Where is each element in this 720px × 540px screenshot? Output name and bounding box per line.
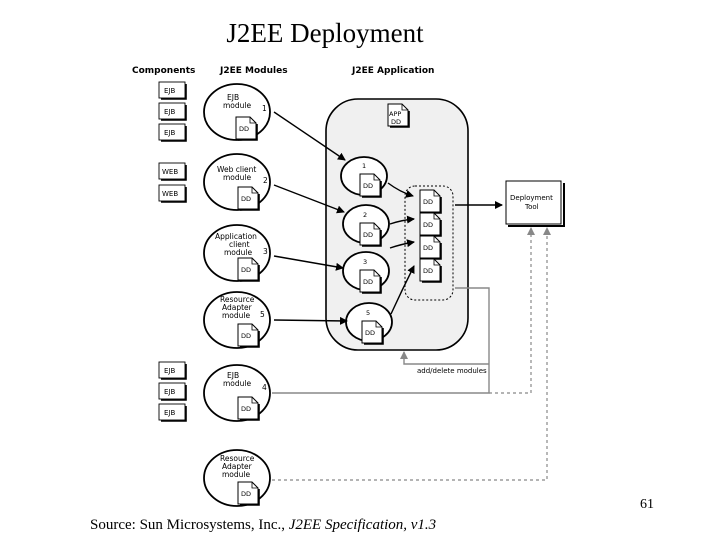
dd-stack: DD DD DD DD — [419, 189, 442, 283]
svg-text:APP: APP — [389, 110, 401, 118]
svg-text:Adapter: Adapter — [222, 462, 253, 471]
svg-text:Tool: Tool — [524, 203, 539, 211]
svg-text:EJB: EJB — [164, 388, 175, 396]
svg-text:5: 5 — [366, 309, 370, 317]
svg-text:1: 1 — [362, 162, 366, 170]
svg-text:Resource: Resource — [220, 454, 255, 463]
add-delete-label: add/delete modules — [417, 367, 487, 375]
svg-text:2: 2 — [263, 176, 268, 185]
svg-text:DD: DD — [241, 405, 251, 413]
svg-text:DD: DD — [365, 329, 375, 337]
app-dd-document: APP DD — [387, 103, 410, 128]
dd-group-box — [404, 185, 454, 301]
svg-text:module: module — [223, 379, 251, 388]
slide-title: J2EE Deployment — [226, 18, 424, 48]
svg-text:DD: DD — [241, 490, 251, 498]
svg-text:DD: DD — [423, 198, 433, 206]
svg-text:EJB: EJB — [164, 367, 175, 375]
add-delete-arrows — [272, 227, 551, 481]
svg-text:EJB: EJB — [227, 93, 239, 102]
svg-text:EJB: EJB — [164, 129, 175, 137]
svg-text:module: module — [222, 311, 250, 320]
module-ejb-1: EJB module 1 DD — [203, 83, 271, 141]
module-resource-adapter-1: Resource Adapter module 5 DD — [203, 291, 271, 349]
page-number: 61 — [640, 497, 654, 512]
svg-text:DD: DD — [363, 182, 373, 190]
svg-text:WEB: WEB — [162, 168, 178, 176]
svg-text:DD: DD — [239, 125, 249, 133]
svg-text:WEB: WEB — [162, 190, 178, 198]
source-title: J2EE Specification, v1.3 — [288, 517, 437, 533]
svg-text:3: 3 — [263, 247, 268, 256]
module-resource-adapter-2: Resource Adapter module DD — [203, 449, 271, 507]
svg-text:DD: DD — [363, 278, 373, 286]
deployment-tool: Deployment Tool — [505, 180, 565, 227]
svg-text:Resource: Resource — [220, 295, 255, 304]
svg-text:module: module — [224, 248, 252, 257]
svg-text:Deployment: Deployment — [510, 194, 553, 202]
component-ejb-5: EJB — [158, 382, 187, 401]
app-module-1: 1 DD — [340, 156, 388, 198]
application-header: J2EE Application — [351, 66, 434, 76]
svg-text:Web client: Web client — [217, 165, 256, 174]
component-ejb-1: EJB — [158, 81, 187, 100]
svg-text:2: 2 — [363, 211, 367, 219]
component-web-2: WEB — [158, 184, 187, 203]
component-ejb-4: EJB — [158, 361, 187, 380]
component-web-1: WEB — [158, 162, 187, 181]
svg-text:DD: DD — [391, 118, 401, 126]
source-prefix: Source: Sun Microsystems, Inc., — [90, 517, 289, 533]
svg-text:EJB: EJB — [164, 87, 175, 95]
svg-text:DD: DD — [363, 231, 373, 239]
svg-text:4: 4 — [262, 383, 267, 392]
svg-text:DD: DD — [423, 267, 433, 275]
svg-text:DD: DD — [241, 332, 251, 340]
modules-header: J2EE Modules — [219, 66, 288, 76]
module-web-client: Web client module 2 DD — [203, 153, 271, 211]
svg-text:DD: DD — [423, 221, 433, 229]
svg-text:1: 1 — [262, 104, 267, 113]
svg-text:DD: DD — [241, 195, 251, 203]
svg-text:module: module — [223, 173, 251, 182]
svg-text:DD: DD — [423, 244, 433, 252]
svg-text:module: module — [222, 470, 250, 479]
svg-text:EJB: EJB — [227, 371, 239, 380]
svg-text:DD: DD — [241, 266, 251, 274]
module-app-client: Application client module 3 DD — [203, 224, 271, 282]
source-citation: Source: Sun Microsystems, Inc., J2EE Spe… — [90, 517, 436, 534]
component-ejb-6: EJB — [158, 403, 187, 422]
app-module-3: 3 DD — [342, 251, 390, 294]
svg-text:EJB: EJB — [164, 409, 175, 417]
component-ejb-3: EJB — [158, 123, 187, 142]
app-module-2: 2 DD — [342, 204, 390, 247]
svg-text:module: module — [223, 101, 251, 110]
component-ejb-2: EJB — [158, 102, 187, 121]
svg-text:EJB: EJB — [164, 108, 175, 116]
svg-text:Adapter: Adapter — [222, 303, 253, 312]
svg-text:client: client — [229, 240, 250, 249]
module-ejb-2: EJB module 4 DD — [203, 364, 271, 422]
svg-text:3: 3 — [363, 258, 367, 266]
svg-text:Application: Application — [215, 232, 257, 241]
svg-text:5: 5 — [260, 310, 265, 319]
deploy-arrows — [273, 111, 503, 325]
components-header: Components — [132, 66, 195, 76]
